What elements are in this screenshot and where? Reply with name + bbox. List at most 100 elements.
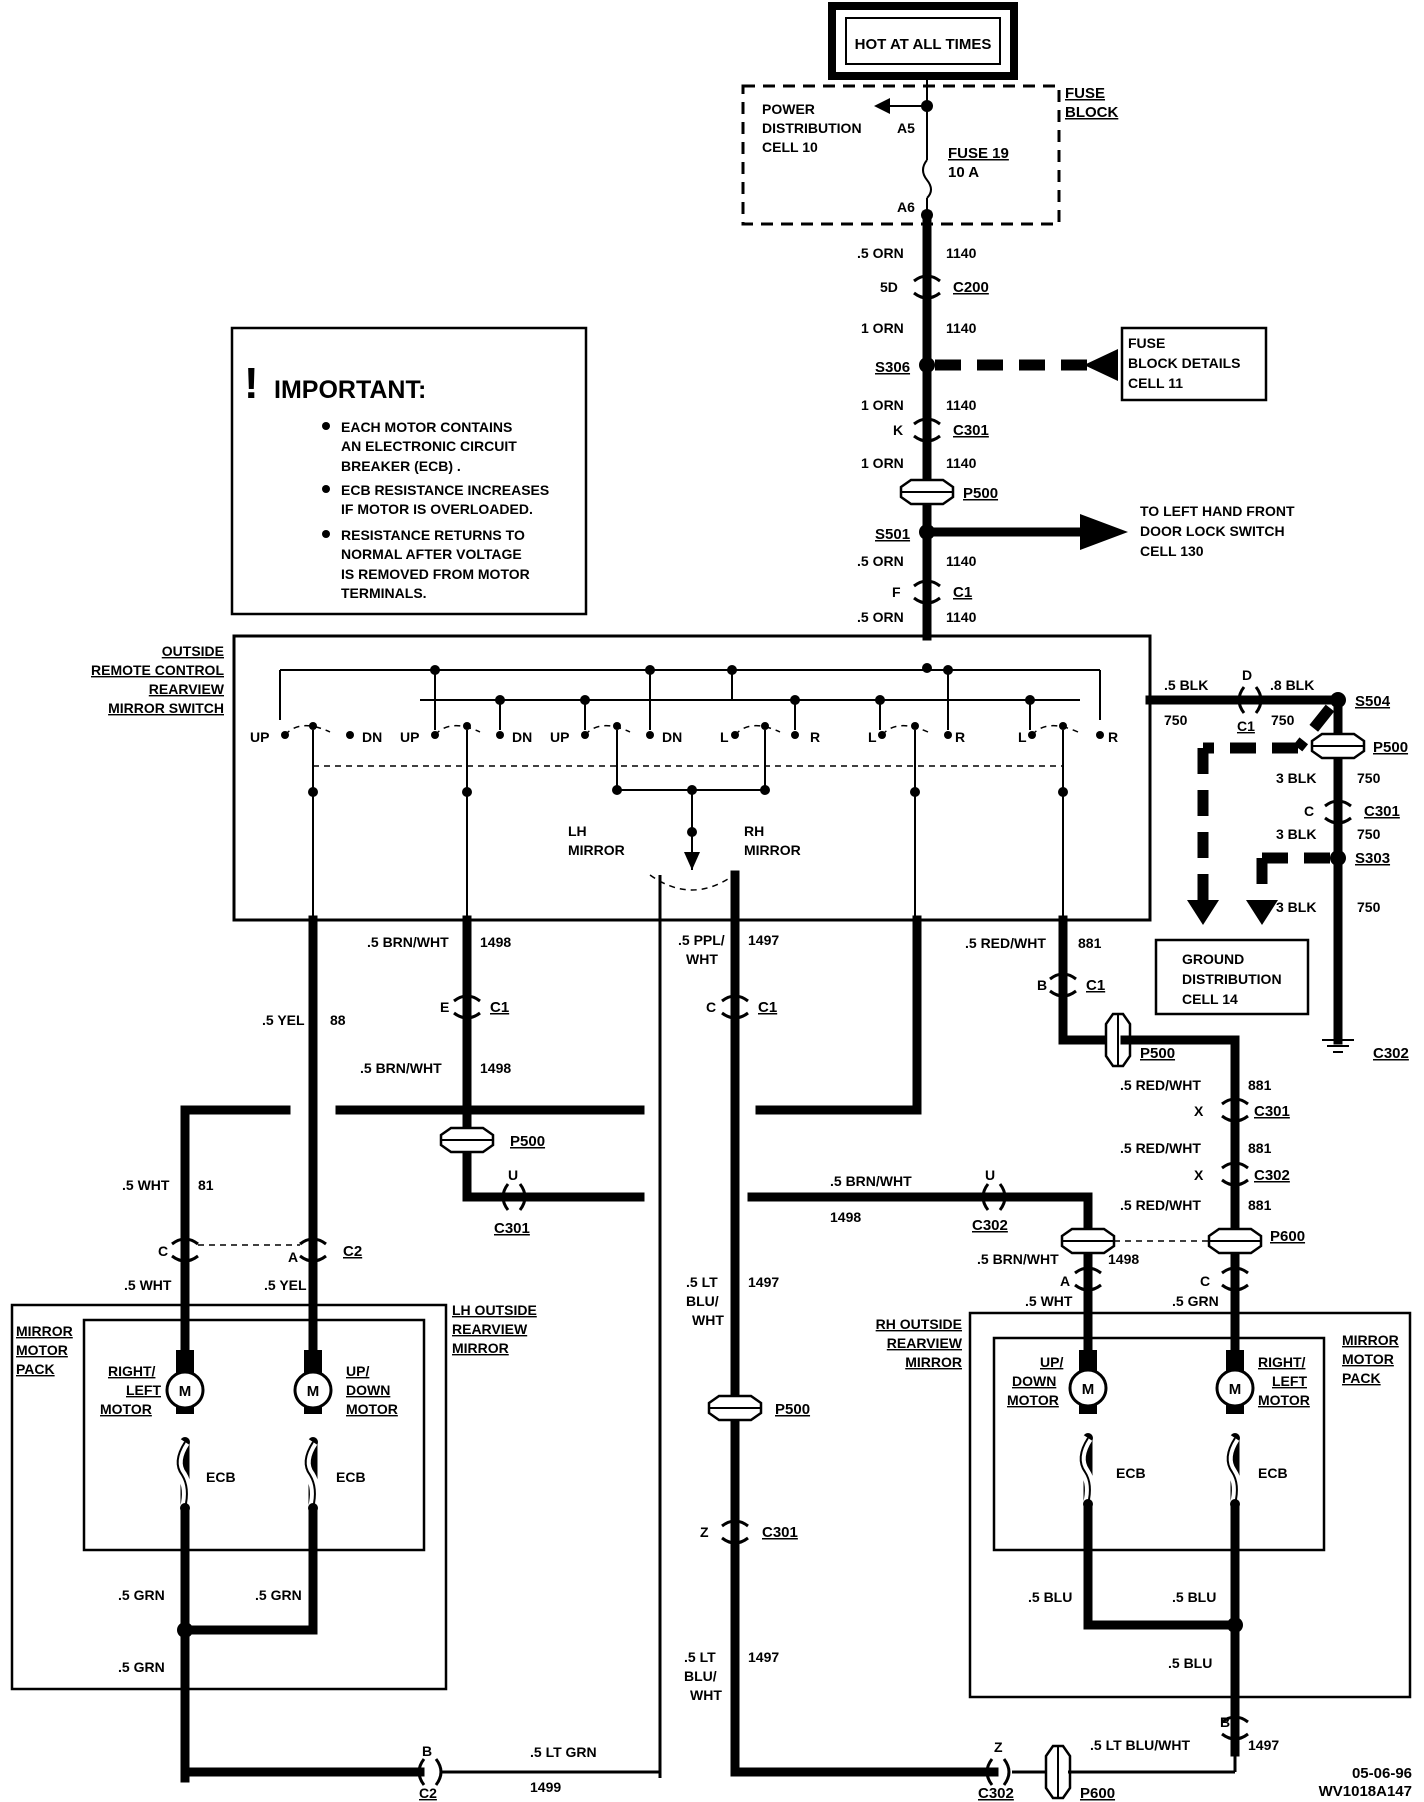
- svg-text:POWER: POWER: [762, 101, 815, 117]
- svg-text:MOTOR: MOTOR: [1342, 1351, 1394, 1367]
- svg-text:P500: P500: [1373, 739, 1408, 756]
- svg-text:Z: Z: [700, 1524, 709, 1540]
- svg-text:1140: 1140: [946, 245, 977, 261]
- svg-text:MIRROR: MIRROR: [744, 842, 801, 858]
- svg-text:EACH MOTOR CONTAINS: EACH MOTOR CONTAINS: [341, 419, 512, 435]
- svg-text:.5 GRN: .5 GRN: [118, 1659, 165, 1675]
- svg-text:881: 881: [1248, 1077, 1272, 1093]
- svg-text:1497: 1497: [748, 1274, 779, 1290]
- svg-text:DN: DN: [512, 729, 532, 745]
- svg-text:DOWN: DOWN: [1012, 1373, 1056, 1389]
- svg-text:C: C: [158, 1243, 168, 1259]
- svg-text:88: 88: [330, 1012, 346, 1028]
- lh-circuits: [170, 915, 922, 1321]
- svg-text:C: C: [1304, 803, 1314, 819]
- svg-text:.5 RED/WHT: .5 RED/WHT: [1120, 1077, 1201, 1093]
- svg-text:M: M: [179, 1383, 192, 1400]
- svg-text:C302: C302: [1373, 1045, 1409, 1062]
- svg-text:C301: C301: [762, 1524, 798, 1541]
- svg-text:C302: C302: [972, 1217, 1008, 1234]
- svg-text:.5 BRN/WHT: .5 BRN/WHT: [830, 1173, 912, 1189]
- svg-text:L: L: [720, 729, 729, 745]
- svg-text:1 ORN: 1 ORN: [861, 397, 904, 413]
- svg-text:MIRROR: MIRROR: [16, 1323, 73, 1339]
- ground-circuit: [1145, 685, 1366, 1053]
- fuse-block-details-box: FUSE BLOCK DETAILS CELL 11: [1120, 326, 1268, 402]
- hot-label: HOT AT ALL TIMES: [855, 36, 992, 53]
- svg-text:LH: LH: [568, 823, 587, 839]
- svg-text:1140: 1140: [946, 397, 977, 413]
- svg-text:10 A: 10 A: [948, 164, 979, 181]
- svg-text:.5 WHT: .5 WHT: [124, 1277, 172, 1293]
- arrow-left-icon: [874, 98, 890, 114]
- svg-text:A: A: [1060, 1273, 1070, 1289]
- svg-text:.5 WHT: .5 WHT: [122, 1177, 170, 1193]
- svg-text:BLOCK: BLOCK: [1065, 104, 1118, 121]
- svg-text:1498: 1498: [480, 934, 511, 950]
- svg-text:750: 750: [1271, 712, 1295, 728]
- svg-text:UP/: UP/: [1040, 1354, 1063, 1370]
- svg-text:OUTSIDE: OUTSIDE: [162, 643, 224, 659]
- svg-text:1498: 1498: [830, 1209, 861, 1225]
- svg-text:BLU/: BLU/: [686, 1293, 719, 1309]
- svg-text:C301: C301: [1254, 1103, 1290, 1120]
- svg-text:C: C: [1200, 1273, 1210, 1289]
- svg-text:U: U: [985, 1167, 995, 1183]
- svg-text:UP/: UP/: [346, 1363, 369, 1379]
- ecb-icon: [1226, 1437, 1238, 1505]
- svg-text:BLOCK DETAILS: BLOCK DETAILS: [1128, 355, 1241, 371]
- svg-text:DN: DN: [362, 729, 382, 745]
- svg-text:S504: S504: [1355, 693, 1391, 710]
- svg-text:ECB: ECB: [206, 1469, 236, 1485]
- svg-text:81: 81: [198, 1177, 214, 1193]
- svg-text:MOTOR: MOTOR: [100, 1401, 152, 1417]
- svg-text:IS REMOVED FROM MOTOR: IS REMOVED FROM MOTOR: [341, 566, 530, 582]
- svg-text:DN: DN: [662, 729, 682, 745]
- svg-text:FUSE 19: FUSE 19: [948, 145, 1009, 162]
- svg-text:P500: P500: [963, 485, 998, 502]
- svg-text:REARVIEW: REARVIEW: [452, 1321, 528, 1337]
- svg-text:.5 GRN: .5 GRN: [1172, 1293, 1219, 1309]
- arrow-left-icon: [1084, 349, 1118, 381]
- svg-text:RH: RH: [744, 823, 764, 839]
- svg-text:IF MOTOR IS OVERLOADED.: IF MOTOR IS OVERLOADED.: [341, 501, 533, 517]
- svg-text:M: M: [1082, 1381, 1095, 1398]
- svg-text:L: L: [1018, 729, 1027, 745]
- svg-text:IMPORTANT:: IMPORTANT:: [274, 376, 426, 404]
- svg-text:.5 RED/WHT: .5 RED/WHT: [1120, 1140, 1201, 1156]
- svg-text:NORMAL AFTER VOLTAGE: NORMAL AFTER VOLTAGE: [341, 546, 522, 562]
- svg-text:1140: 1140: [946, 320, 977, 336]
- ecb-icon: [176, 1441, 188, 1509]
- hot-at-all-times-box: HOT AT ALL TIMES: [828, 2, 1018, 80]
- svg-text:REMOTE CONTROL: REMOTE CONTROL: [91, 662, 224, 678]
- svg-text:.5 WHT: .5 WHT: [1025, 1293, 1073, 1309]
- svg-text:R: R: [955, 729, 965, 745]
- svg-text:M: M: [1229, 1381, 1242, 1398]
- svg-text:MOTOR: MOTOR: [1007, 1392, 1059, 1408]
- svg-text:B: B: [422, 1743, 432, 1759]
- svg-text:P500: P500: [510, 1133, 545, 1150]
- svg-text:CELL 14: CELL 14: [1182, 991, 1238, 1007]
- svg-text:AN ELECTRONIC CIRCUIT: AN ELECTRONIC CIRCUIT: [341, 438, 517, 454]
- svg-text:DISTRIBUTION: DISTRIBUTION: [762, 120, 862, 136]
- svg-text:A: A: [288, 1249, 298, 1265]
- main-feed-wire: [899, 210, 955, 641]
- svg-text:C302: C302: [978, 1785, 1014, 1802]
- svg-text:P600: P600: [1270, 1228, 1305, 1245]
- svg-text:881: 881: [1078, 935, 1102, 951]
- svg-text:1140: 1140: [946, 553, 977, 569]
- svg-text:WHT: WHT: [686, 951, 718, 967]
- svg-text:LEFT: LEFT: [126, 1382, 161, 1398]
- svg-text:5D: 5D: [880, 279, 898, 295]
- svg-text:1497: 1497: [748, 932, 779, 948]
- svg-text:TO LEFT HAND FRONT: TO LEFT HAND FRONT: [1140, 503, 1295, 519]
- svg-text:REARVIEW: REARVIEW: [887, 1335, 963, 1351]
- svg-text:.5 BRN/WHT: .5 BRN/WHT: [367, 934, 449, 950]
- svg-text:ECB RESISTANCE INCREASES: ECB RESISTANCE INCREASES: [341, 482, 549, 498]
- svg-text:.5 LT: .5 LT: [684, 1649, 716, 1665]
- svg-text:P600: P600: [1080, 1785, 1115, 1802]
- svg-text:DOOR LOCK SWITCH: DOOR LOCK SWITCH: [1140, 523, 1285, 539]
- svg-text:881: 881: [1248, 1197, 1272, 1213]
- svg-text:750: 750: [1357, 826, 1381, 842]
- center-circuits: [658, 870, 1093, 1778]
